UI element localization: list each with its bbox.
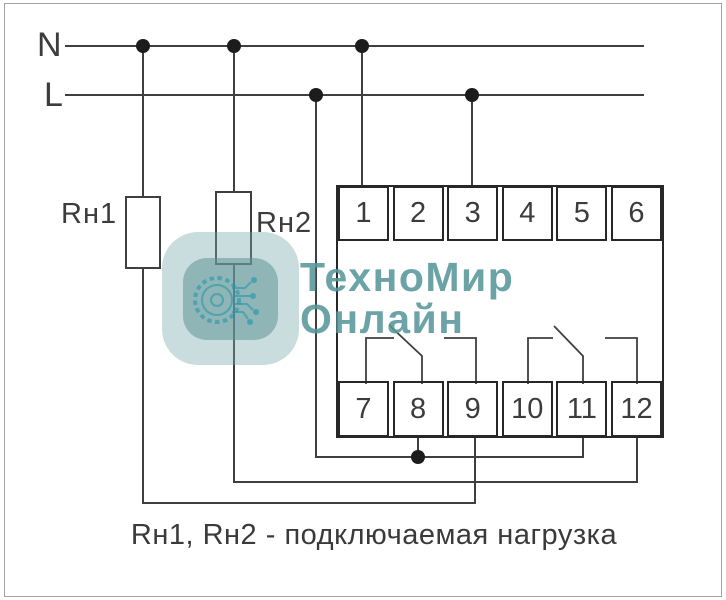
- terminal-5-label: 5: [573, 197, 590, 229]
- relay-device-outline: 1 2 3 4 5 6 7 8 9 10 11 12: [336, 185, 664, 438]
- wire-rn1-to-terminal9: [142, 268, 476, 504]
- terminal-12-label: 12: [620, 392, 653, 425]
- terminal-10: 10: [501, 381, 553, 437]
- terminal-9: 9: [447, 381, 499, 437]
- terminal-2: 2: [392, 186, 444, 241]
- load-rn2-label: Rн2: [256, 207, 313, 239]
- terminal-10-label: 10: [511, 392, 544, 425]
- junction-dot: [465, 88, 479, 102]
- terminal-11-label: 11: [566, 392, 597, 425]
- junction-dot: [227, 39, 241, 53]
- terminal-5: 5: [556, 186, 608, 241]
- line-bus-label: L: [44, 76, 64, 114]
- resistor-rn2: [215, 191, 252, 265]
- top-terminal-row: 1 2 3 4 5 6: [338, 186, 662, 241]
- bottom-terminal-row: 7 8 9 10 11 12: [338, 381, 662, 437]
- terminal-8-label: 8: [410, 392, 427, 425]
- relay-contact-2: [527, 325, 638, 384]
- terminal-7: 7: [338, 381, 389, 437]
- terminal-2-label: 2: [410, 197, 427, 229]
- terminal-6-label: 6: [628, 197, 645, 229]
- junction-dot: [309, 88, 323, 102]
- terminal-1: 1: [338, 186, 389, 241]
- terminal-7-label: 7: [355, 392, 372, 425]
- load-rn1-label: Rн1: [61, 198, 118, 230]
- terminal-8: 8: [392, 381, 444, 437]
- terminal-11: 11: [556, 381, 608, 437]
- terminal-4: 4: [501, 186, 553, 241]
- wire-l-to-terminal11: [315, 95, 584, 458]
- neutral-bus-label: N: [37, 26, 63, 64]
- terminal-3: 3: [447, 186, 499, 241]
- terminal-6: 6: [610, 186, 662, 241]
- terminal-1-label: 1: [355, 197, 372, 229]
- wire-rn2-to-terminal12: [233, 264, 638, 483]
- terminal-9-label: 9: [464, 392, 481, 425]
- terminal-4-label: 4: [519, 197, 536, 229]
- junction-dot: [136, 39, 150, 53]
- junction-dot: [411, 450, 425, 464]
- terminal-12: 12: [610, 381, 662, 437]
- relay-contact-1: [365, 324, 477, 384]
- terminal-3-label: 3: [464, 197, 481, 229]
- junction-dot: [355, 39, 369, 53]
- diagram-caption: Rн1, Rн2 - подключаемая нагрузка: [130, 519, 618, 551]
- resistor-rn1: [125, 196, 161, 269]
